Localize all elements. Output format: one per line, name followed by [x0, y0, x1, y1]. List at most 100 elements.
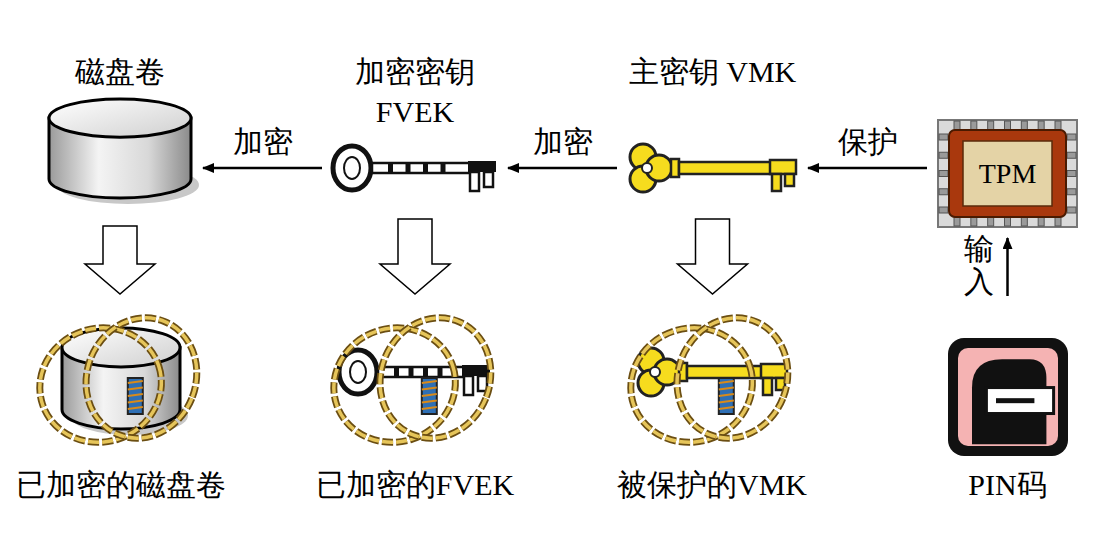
key-shaft-mark — [441, 164, 446, 172]
chip-pin — [1055, 217, 1061, 226]
pin-panel — [958, 348, 1058, 446]
key-shaft-mark — [423, 164, 428, 172]
key-shaft-mark — [409, 368, 414, 376]
caption-block: 被保护的VMK — [607, 465, 817, 505]
chain-outline — [362, 301, 509, 455]
lock-spring — [128, 401, 143, 403]
caption-block: 主密钥 VMK — [625, 52, 800, 92]
lock-spring — [422, 394, 437, 396]
key-bow-hole — [650, 367, 660, 377]
chip-body — [949, 130, 1066, 217]
lock-spring — [719, 388, 734, 390]
lock-spring — [422, 388, 437, 390]
chain-outline — [616, 312, 768, 458]
key-tooth — [785, 174, 794, 186]
chip-pin — [939, 134, 948, 140]
drawing-part — [938, 120, 1077, 227]
chip-pin — [939, 189, 948, 195]
chip-pin — [1038, 217, 1044, 226]
node-caption: PIN码 — [968, 468, 1046, 501]
lock-spring — [719, 394, 734, 396]
caption-block: PIN码 — [940, 465, 1075, 505]
chain-links — [659, 301, 806, 455]
drawing-part — [630, 144, 796, 192]
lock-body — [422, 378, 437, 414]
chip-pin — [1038, 121, 1044, 130]
lock-spring — [422, 381, 437, 383]
vmk-key: 主密钥 VMK — [625, 52, 800, 197]
drawing-part — [638, 348, 787, 396]
key-shaft-mark — [423, 368, 428, 376]
edge-label: 保护 — [835, 124, 901, 160]
chip-pin — [971, 121, 977, 130]
drawing-part — [25, 301, 215, 458]
node-caption: 加密密钥 FVEK — [355, 55, 475, 128]
vmk-key-icon — [625, 140, 800, 196]
chip-pin — [1021, 121, 1027, 130]
transform-arrow — [85, 226, 155, 294]
chip-pin — [1005, 217, 1011, 226]
transform-arrow — [678, 219, 748, 294]
key-bit — [462, 365, 490, 376]
protect-arrow — [808, 167, 927, 170]
chip-pin — [1021, 217, 1027, 226]
chip-pin — [988, 217, 994, 226]
drawing-part — [319, 301, 509, 458]
edge-label: 输入 — [964, 232, 994, 298]
caption-block: 已加密的FVEK — [310, 465, 520, 505]
key-shaft-mark — [406, 164, 411, 172]
drawing-part — [339, 350, 490, 395]
encrypted-volume: 已加密的磁盘卷 — [8, 302, 234, 507]
key-tooth — [484, 172, 493, 187]
chip-pin — [1067, 189, 1076, 195]
key-bit — [468, 161, 496, 172]
key-shaft-mark — [388, 164, 393, 172]
node-caption: 被保护的VMK — [617, 468, 807, 501]
drawing-part — [62, 328, 188, 435]
drawing-part — [49, 99, 199, 204]
chip-pin — [939, 207, 948, 213]
chip-pin — [988, 121, 994, 130]
key-bow-hole — [350, 361, 366, 383]
chip-pin — [954, 121, 960, 130]
lock-body — [719, 378, 734, 414]
protected-vmk-icon — [627, 307, 797, 449]
fvek-key-icon — [330, 140, 500, 196]
cylinder-top — [49, 99, 191, 137]
lock-spring — [422, 407, 437, 409]
encrypted-fvek: 已加密的FVEK — [310, 302, 520, 507]
caption-block: 已加密的磁盘卷 — [8, 465, 234, 505]
chip-pin — [939, 171, 948, 177]
key-bow — [333, 146, 371, 190]
chip-pin — [954, 217, 960, 226]
chain-links — [68, 301, 215, 455]
chip-pin — [1067, 134, 1076, 140]
card — [986, 388, 1053, 414]
drawing-part — [616, 301, 806, 458]
key-bit — [770, 160, 796, 174]
chain-links — [362, 301, 509, 455]
key-tooth — [763, 378, 772, 395]
chip-pin — [971, 217, 977, 226]
chain-outline — [659, 301, 806, 455]
node-caption: 磁盘卷 — [75, 55, 165, 88]
key-bow-hole — [642, 163, 652, 173]
tpm-chip: TPM — [935, 117, 1080, 230]
encrypt-arrow — [203, 167, 322, 170]
node-caption: 已加密的磁盘卷 — [16, 468, 226, 501]
chain-links — [25, 312, 177, 458]
key-shaft — [372, 163, 470, 173]
key-shaft-mark — [394, 368, 399, 376]
chip-pin — [1055, 121, 1061, 130]
chip-label: TPM — [979, 158, 1037, 190]
chain-links — [616, 312, 768, 458]
chip-pin — [1067, 171, 1076, 177]
lock-spring — [719, 401, 734, 403]
chain-outline — [25, 312, 177, 458]
caption-block: TPM — [963, 141, 1052, 206]
drawing-part — [333, 146, 496, 191]
protected-vmk: 被保护的VMK — [607, 302, 817, 507]
disk-volume-icon — [45, 96, 195, 202]
fvek-key: 加密密钥 FVEK — [330, 52, 500, 197]
